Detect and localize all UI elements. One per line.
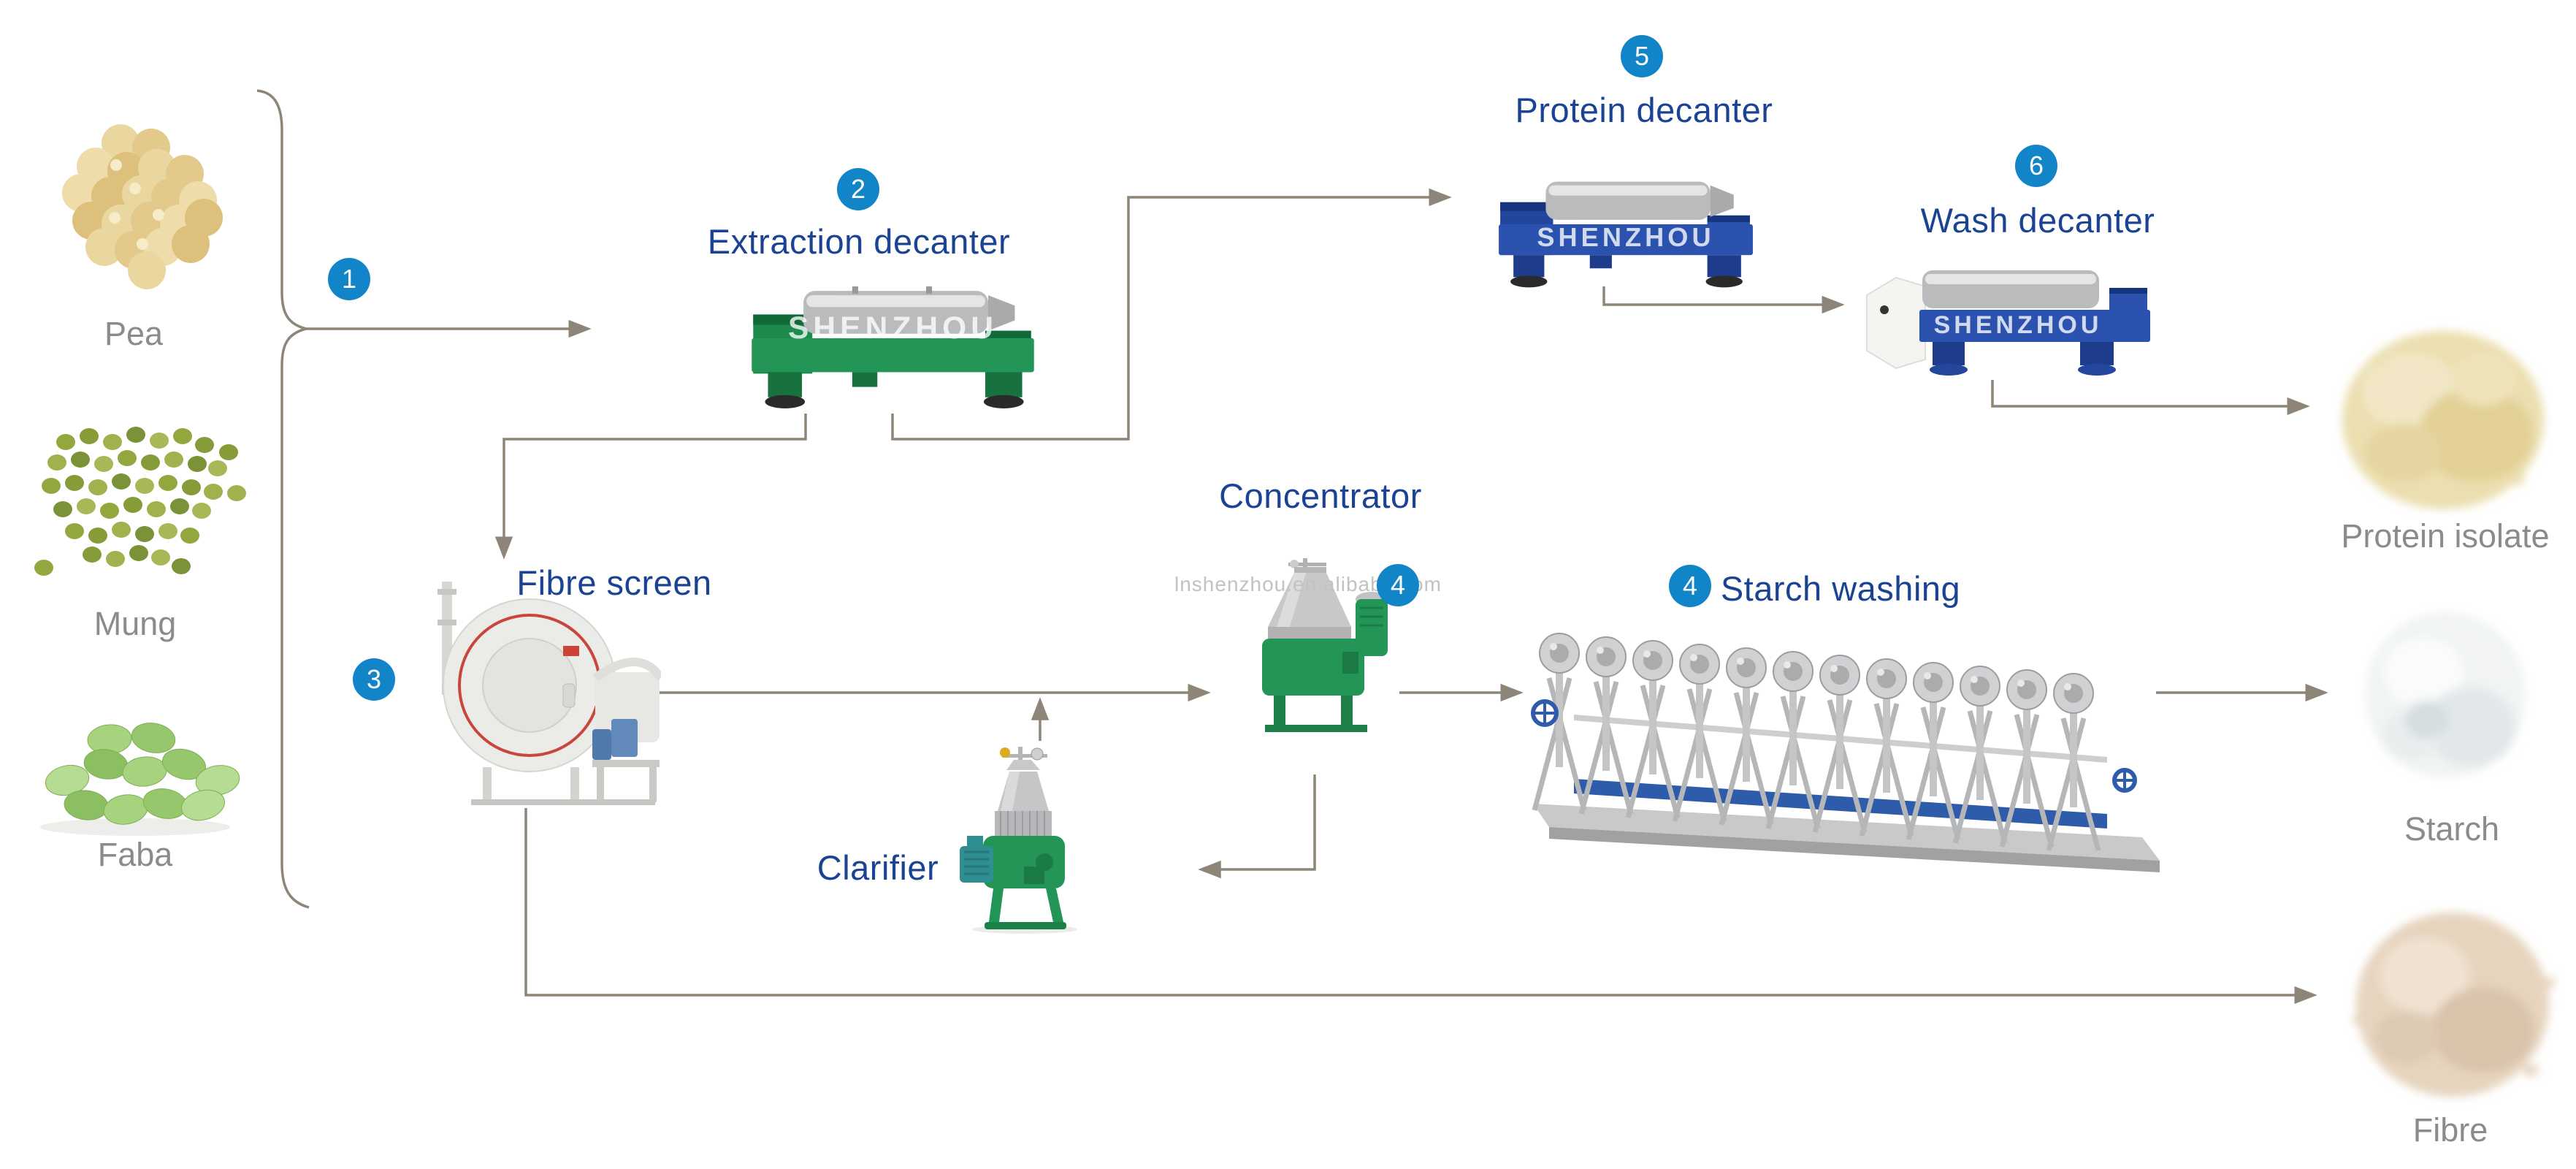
mung-image <box>22 384 248 614</box>
brand-watermark: SHENZHOU <box>1537 222 1714 252</box>
fibre-screen-label: Fibre screen <box>516 563 712 602</box>
brand-watermark: SHENZHOU <box>788 311 998 346</box>
concentrator-label: Concentrator <box>1219 476 1422 515</box>
step-badge-3: 3 <box>353 658 395 701</box>
step-badge-2: 2 <box>837 168 879 210</box>
faba-label: Faba <box>97 836 173 873</box>
extraction-decanter-label: Extraction decanter <box>707 222 1011 261</box>
protein-decanter-image: SHENZHOU <box>1490 177 1762 292</box>
step-badge-1: 1 <box>328 258 370 300</box>
starch-image <box>2358 603 2533 793</box>
fibre-image <box>2344 902 2560 1111</box>
protein-isolate-image <box>2334 311 2553 526</box>
wash-decanter-label: Wash decanter <box>1920 201 2155 240</box>
wash-decanter-image: SHENZHOU <box>1861 264 2157 384</box>
edge-wash-to-protein-isolate <box>1991 380 2310 416</box>
edge-extraction-to-fibre-screen <box>494 414 807 560</box>
fibre-screen-image <box>420 576 665 812</box>
edge-protein-to-wash-decanter <box>1602 286 1845 314</box>
mung-label: Mung <box>93 605 177 642</box>
step-badge-6: 6 <box>2015 145 2057 187</box>
starch-washing-image <box>1523 605 2173 892</box>
starch-washing-label: Starch washing <box>1720 569 1961 608</box>
step-badge-4-concentrator: 4 <box>1377 564 1419 606</box>
step-badge-4-starch-washing: 4 <box>1669 565 1711 607</box>
faba-image <box>22 694 248 848</box>
protein-decanter-label: Protein decanter <box>1515 91 1773 129</box>
starch-label: Starch <box>2404 810 2500 848</box>
pea-label: Pea <box>104 315 164 352</box>
brand-watermark: SHENZHOU <box>1934 311 2103 339</box>
fibre-label: Fibre <box>2412 1111 2488 1149</box>
clarifier-label: Clarifier <box>817 848 939 887</box>
input-brace <box>256 89 311 909</box>
edge-fibre-screen-to-fibre <box>524 808 2317 1005</box>
extraction-decanter-image: SHENZHOU <box>741 286 1044 416</box>
edge-extraction-to-protein-decanter <box>891 188 1452 441</box>
protein-isolate-label: Protein isolate <box>2341 517 2550 555</box>
edge-concentrator-to-clarifier <box>1198 774 1316 879</box>
clarifier-image <box>955 744 1090 939</box>
step-badge-5: 5 <box>1621 35 1663 77</box>
pea-image <box>40 108 230 313</box>
concentrator-image <box>1233 557 1394 742</box>
